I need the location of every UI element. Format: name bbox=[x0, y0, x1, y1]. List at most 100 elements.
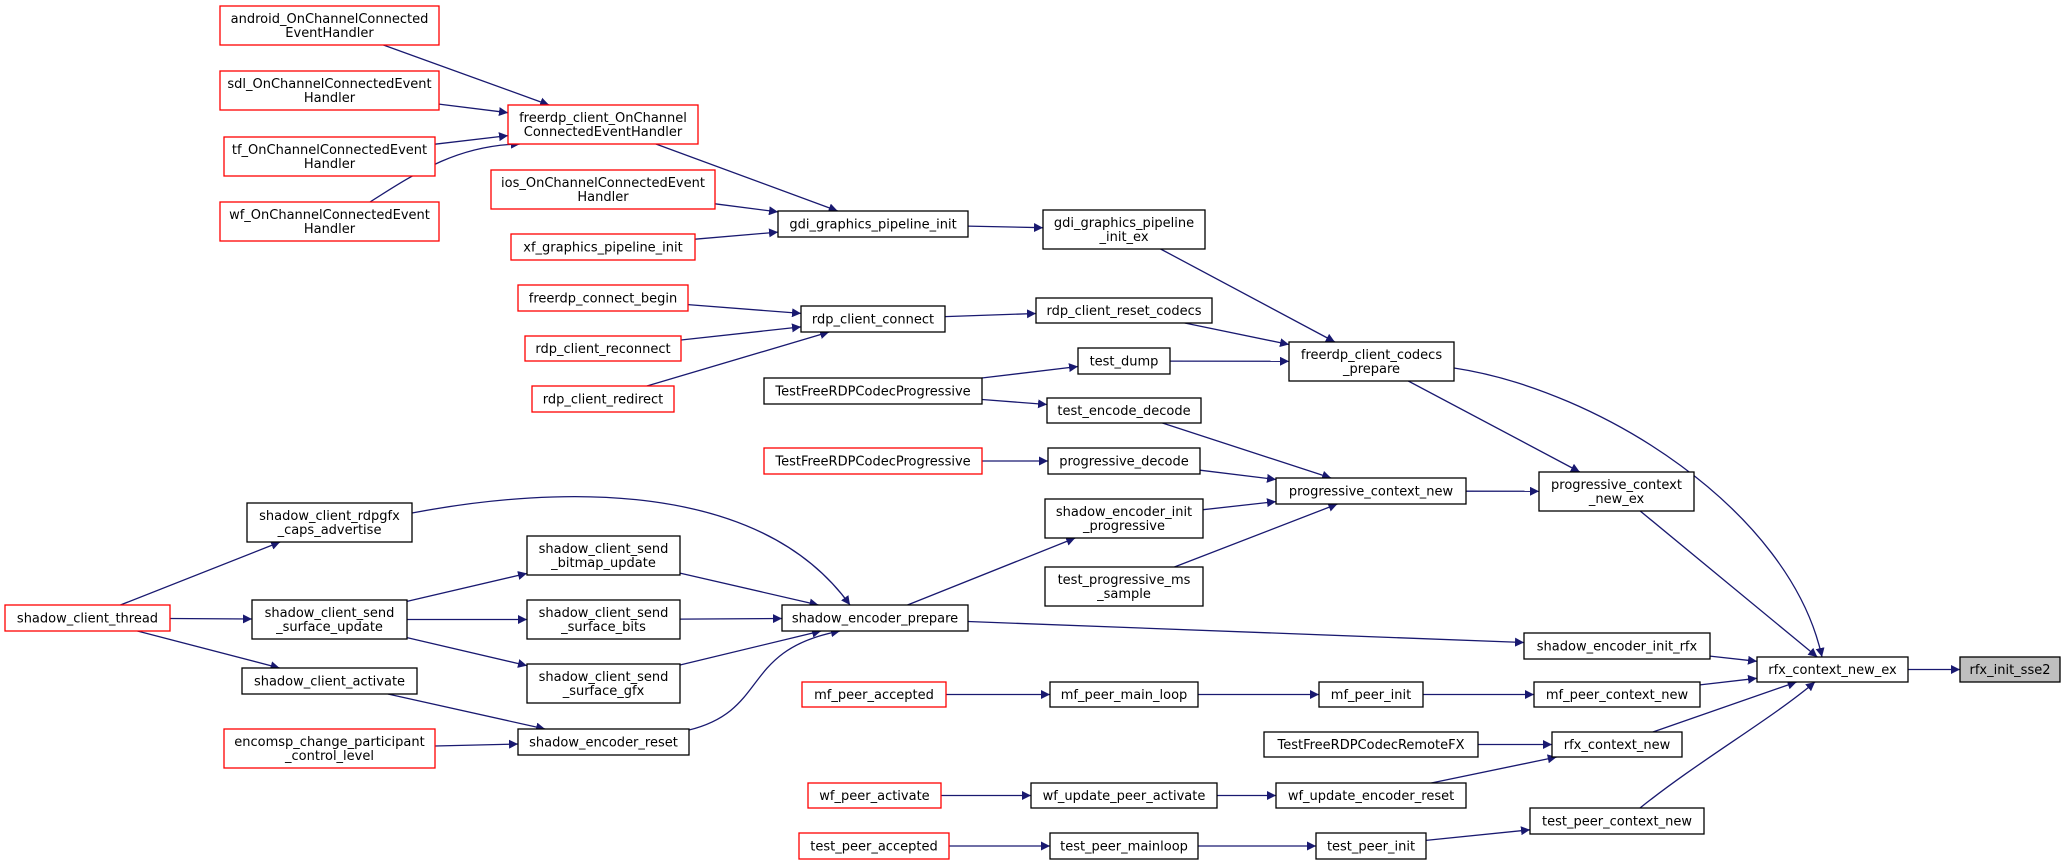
edge-test-peer-context-new-to-rfx-context-new-ex bbox=[1639, 681, 1816, 809]
node-label: gdi_graphics_pipeline bbox=[1054, 216, 1194, 231]
edge-freerdp-client-codecs-prepare-to-rfx-context-new-ex bbox=[1453, 367, 1825, 658]
edge-arrow bbox=[680, 323, 802, 341]
node-shadow-encoder-reset[interactable]: shadow_encoder_reset bbox=[517, 728, 690, 756]
edge-arrow bbox=[1709, 655, 1758, 665]
node-label: tf_OnChannelConnectedEvent bbox=[232, 143, 427, 158]
node-freerdp-connect-begin[interactable]: freerdp_connect_begin bbox=[517, 284, 689, 312]
node-mf-peer-main-loop[interactable]: mf_peer_main_loop bbox=[1049, 681, 1199, 708]
node-label: rfx_context_new bbox=[1564, 738, 1671, 753]
node-rdp-client-connect[interactable]: rdp_client_connect bbox=[800, 305, 946, 333]
node-label: _surface_update bbox=[275, 620, 383, 635]
node-testfreerdpcodecprogressive-b[interactable]: TestFreeRDPCodecProgressive bbox=[763, 447, 983, 475]
node-rfx-context-new-ex[interactable]: rfx_context_new_ex bbox=[1756, 656, 1909, 683]
node-mf-peer-init[interactable]: mf_peer_init bbox=[1318, 681, 1424, 708]
node-freerdp-client-onchannelconnectedeventhandler[interactable]: freerdp_client_OnChannelConnectedEventHa… bbox=[507, 104, 699, 145]
edge-wf-update-encoder-reset-to-rfx-context-new bbox=[1431, 754, 1557, 784]
node-rdp-client-reconnect[interactable]: rdp_client_reconnect bbox=[524, 335, 682, 362]
edge-arrow bbox=[944, 309, 1037, 319]
node-rfx-init-sse2[interactable]: rfx_init_sse2 bbox=[1959, 656, 2061, 683]
node-progressive-context-new-ex[interactable]: progressive_context_new_ex bbox=[1538, 471, 1695, 512]
node-shadow-client-send-surface-update[interactable]: shadow_client_send_surface_update bbox=[251, 599, 408, 640]
node-box bbox=[763, 377, 983, 405]
edge-sdl-onchannelconnectedeventhandler-to-freerdp-client-onchannelconnectedeventhandler bbox=[438, 103, 509, 117]
edge-rdp-client-redirect-to-rdp-client-connect bbox=[646, 330, 830, 387]
node-rdp-client-reset-codecs[interactable]: rdp_client_reset_codecs bbox=[1035, 297, 1213, 324]
edge-arrow bbox=[369, 139, 521, 203]
edge-arrow bbox=[406, 636, 528, 668]
edge-gdi-graphics-pipeline-init-ex-to-freerdp-client-codecs-prepare bbox=[1160, 248, 1336, 343]
node-wf-update-encoder-reset[interactable]: wf_update_encoder_reset bbox=[1275, 782, 1467, 809]
node-wf-update-peer-activate[interactable]: wf_update_peer_activate bbox=[1030, 782, 1218, 809]
node-rfx-context-new[interactable]: rfx_context_new bbox=[1551, 731, 1683, 758]
node-gdi-graphics-pipeline-init[interactable]: gdi_graphics_pipeline_init bbox=[777, 210, 969, 238]
edge-arrow bbox=[688, 628, 841, 731]
node-box bbox=[1318, 681, 1424, 708]
node-label: test_encode_decode bbox=[1057, 404, 1190, 419]
node-test-progressive-ms-sample[interactable]: test_progressive_ms_sample bbox=[1044, 566, 1204, 607]
node-rdp-client-redirect[interactable]: rdp_client_redirect bbox=[531, 385, 675, 413]
node-gdi-graphics-pipeline-init-ex[interactable]: gdi_graphics_pipeline_init_ex bbox=[1042, 209, 1206, 250]
node-shadow-client-rdpgfx-caps-advertise[interactable]: shadow_client_rdpgfx_caps_advertise bbox=[246, 502, 413, 543]
node-shadow-client-thread[interactable]: shadow_client_thread bbox=[4, 604, 171, 632]
edge-shadow-encoder-reset-to-shadow-encoder-prepare bbox=[688, 628, 841, 731]
edge-arrow bbox=[387, 693, 546, 732]
node-label: xf_graphics_pipeline_init bbox=[523, 241, 683, 256]
node-shadow-client-send-surface-bits[interactable]: shadow_client_send_surface_bits bbox=[526, 599, 681, 640]
edge-arrow bbox=[169, 614, 253, 624]
edge-arrow bbox=[1199, 469, 1277, 483]
node-label: mf_peer_init bbox=[1331, 688, 1411, 703]
edge-rdp-client-reconnect-to-rdp-client-connect bbox=[680, 323, 802, 341]
edge-shadow-client-send-surface-gfx-to-shadow-encoder-prepare bbox=[679, 628, 822, 666]
node-testfreerdpcodecprogressive-a[interactable]: TestFreeRDPCodecProgressive bbox=[763, 377, 983, 405]
node-test-encode-decode[interactable]: test_encode_decode bbox=[1046, 397, 1202, 424]
node-test-peer-accepted[interactable]: test_peer_accepted bbox=[798, 832, 950, 860]
edge-shadow-encoder-init-progressive-to-progressive-context-new bbox=[1202, 498, 1277, 511]
edge-freerdp-connect-begin-to-rdp-client-connect bbox=[687, 303, 802, 318]
node-progressive-decode[interactable]: progressive_decode bbox=[1047, 447, 1201, 475]
node-shadow-client-activate[interactable]: shadow_client_activate bbox=[241, 667, 418, 695]
node-box bbox=[1030, 782, 1218, 809]
node-shadow-client-send-bitmap-update[interactable]: shadow_client_send_bitmap_update bbox=[526, 535, 681, 576]
edge-freerdp-client-onchannelconnectedeventhandler-to-gdi-graphics-pipeline-init bbox=[655, 143, 838, 213]
node-mf-peer-accepted[interactable]: mf_peer_accepted bbox=[801, 681, 947, 708]
node-label: Handler bbox=[577, 190, 629, 205]
node-box bbox=[1035, 297, 1213, 324]
node-box bbox=[800, 305, 946, 333]
node-mf-peer-context-new[interactable]: mf_peer_context_new bbox=[1533, 681, 1701, 708]
node-shadow-encoder-init-rfx[interactable]: shadow_encoder_init_rfx bbox=[1523, 632, 1711, 660]
edge-shadow-client-send-surface-update-to-shadow-client-send-bitmap-update bbox=[406, 571, 528, 603]
node-testfreerdpcodecremotefx[interactable]: TestFreeRDPCodecRemoteFX bbox=[1263, 731, 1479, 758]
node-test-peer-mainloop[interactable]: test_peer_mainloop bbox=[1049, 832, 1199, 860]
node-wf-peer-activate[interactable]: wf_peer_activate bbox=[807, 782, 942, 809]
node-box bbox=[763, 447, 983, 475]
node-freerdp-client-codecs-prepare[interactable]: freerdp_client_codecs_prepare bbox=[1288, 341, 1455, 382]
node-encomsp-change-participant-control-level[interactable]: encomsp_change_participant_control_level bbox=[223, 728, 436, 769]
edge-tf-onchannelconnectedeventhandler-to-freerdp-client-onchannelconnectedeventhandler bbox=[434, 132, 509, 145]
edge-arrow bbox=[120, 541, 281, 606]
edge-rdp-client-reset-codecs-to-freerdp-client-codecs-prepare bbox=[1184, 322, 1290, 348]
edge-test-progressive-ms-sample-to-progressive-context-new bbox=[1174, 503, 1338, 568]
node-label: shadow_encoder_init bbox=[1056, 505, 1192, 520]
node-test-peer-context-new[interactable]: test_peer_context_new bbox=[1529, 807, 1705, 835]
node-shadow-encoder-prepare[interactable]: shadow_encoder_prepare bbox=[781, 604, 969, 632]
node-box bbox=[1049, 832, 1199, 860]
node-test-dump[interactable]: test_dump bbox=[1077, 347, 1171, 375]
node-progressive-context-new[interactable]: progressive_context_new bbox=[1275, 477, 1467, 505]
node-box bbox=[517, 284, 689, 312]
node-xf-graphics-pipeline-init[interactable]: xf_graphics_pipeline_init bbox=[510, 233, 696, 261]
node-box bbox=[246, 502, 413, 543]
edge-shadow-client-send-surface-bits-to-shadow-encoder-prepare bbox=[679, 614, 783, 624]
node-shadow-encoder-init-progressive[interactable]: shadow_encoder_init_progressive bbox=[1044, 498, 1204, 539]
edge-arrow bbox=[1453, 367, 1825, 658]
node-label: test_progressive_ms bbox=[1058, 573, 1191, 588]
node-label: freerdp_client_codecs bbox=[1301, 348, 1442, 363]
node-test-peer-init[interactable]: test_peer_init bbox=[1315, 832, 1427, 860]
node-box bbox=[507, 104, 699, 145]
node-shadow-client-send-surface-gfx[interactable]: shadow_client_send_surface_gfx bbox=[526, 663, 681, 704]
node-label: _control_level bbox=[284, 749, 374, 764]
